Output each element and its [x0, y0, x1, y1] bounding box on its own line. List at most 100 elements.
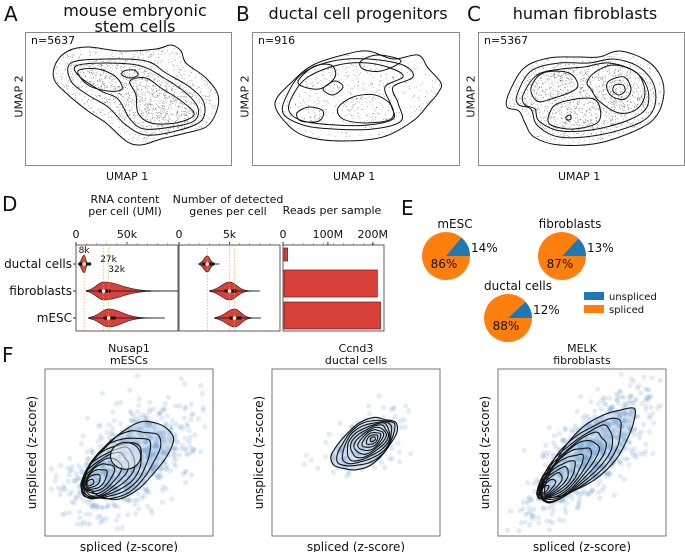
- umap-a-point: [158, 53, 160, 55]
- umap-a-point: [132, 99, 133, 101]
- umap-a-point: [180, 95, 182, 97]
- umap-a-point: [188, 103, 190, 105]
- umap-a-point: [61, 78, 62, 80]
- umap-a-point: [90, 65, 91, 67]
- scatter-nusap1-point: [177, 403, 183, 409]
- scatter-nusap1-point: [98, 436, 105, 442]
- scatter-melk-cells-title: fibroblasts: [553, 354, 611, 367]
- scatter-nusap1-point: [164, 413, 170, 419]
- umap-a-point: [148, 91, 150, 93]
- umap-a-point: [179, 116, 181, 118]
- umap-a-point: [158, 114, 160, 116]
- umap-a-point: [150, 66, 152, 68]
- umap-a-point: [163, 111, 165, 113]
- umap-a-point: [162, 118, 164, 120]
- umap-a-point: [62, 83, 64, 85]
- umap-a-point: [142, 125, 144, 127]
- umap-a-point: [159, 83, 161, 85]
- scatter-nusap1-xlabel: spliced (z-score): [80, 540, 178, 552]
- umap-a-point: [122, 114, 124, 116]
- umap-a-point: [148, 75, 149, 77]
- umap-a-point: [145, 91, 147, 93]
- umap-a-point: [129, 101, 131, 102]
- scatter-nusap1-point: [127, 387, 133, 393]
- umap-a-point: [142, 92, 144, 94]
- umap-a-point: [119, 88, 121, 90]
- umap-a-point: [135, 65, 136, 67]
- umap-a-point: [62, 57, 64, 59]
- umap-a-point: [92, 82, 94, 84]
- scatter-nusap1-point: [119, 525, 126, 531]
- umap-a-point: [66, 55, 68, 57]
- umap-a-point: [151, 104, 153, 106]
- umap-a-point: [183, 78, 185, 80]
- scatter-nusap1-point: [111, 418, 117, 424]
- umap-a-point: [118, 106, 120, 108]
- umap-a-point: [129, 75, 131, 77]
- umap-a-point: [125, 131, 127, 133]
- umap-a-point: [181, 91, 183, 92]
- umap-a-point: [173, 94, 175, 96]
- scatter-nusap1-point: [136, 402, 142, 408]
- umap-a-point: [190, 96, 192, 98]
- umap-a-point: [81, 85, 83, 87]
- umap-a-point: [174, 99, 176, 101]
- umap-a-point: [75, 95, 77, 97]
- umap-a-point: [112, 56, 114, 58]
- umap-a-point: [91, 69, 93, 71]
- umap-a-point: [178, 67, 180, 69]
- scatter-melk-point: [657, 403, 663, 409]
- umap-a-point: [147, 55, 149, 57]
- scatter-melk-point: [595, 489, 602, 496]
- scatter-ccnd3-point: [395, 440, 401, 447]
- scatter-nusap1-point: [65, 478, 71, 484]
- umap-a-point: [143, 72, 145, 74]
- scatter-nusap1-point: [61, 485, 67, 491]
- umap-a-point: [166, 111, 168, 112]
- umap-a-point: [184, 110, 186, 112]
- scatter-melk-point: [627, 382, 633, 389]
- scatter-nusap1-point: [182, 381, 188, 387]
- umap-a-point: [177, 119, 179, 121]
- umap-a-point: [191, 123, 193, 125]
- scatter-ccnd3-point: [396, 459, 403, 465]
- umap-a-point: [154, 74, 156, 75]
- scatter-nusap1-point: [66, 510, 73, 516]
- umap-a-point: [189, 80, 191, 82]
- umap-a-point: [98, 64, 100, 66]
- umap-a-point: [93, 112, 95, 113]
- umap-a-point: [145, 95, 147, 97]
- umap-a-point: [191, 79, 193, 81]
- umap-a-point: [70, 50, 72, 52]
- umap-a-point: [201, 75, 203, 77]
- umap-a-point: [103, 87, 105, 89]
- umap-a-point: [171, 52, 173, 53]
- umap-a-point: [180, 92, 182, 94]
- umap-a-point: [126, 83, 128, 84]
- umap-a-point: [166, 122, 168, 124]
- umap-a-point: [144, 130, 146, 132]
- umap-a-point: [183, 113, 185, 115]
- umap-a-point: [134, 71, 136, 73]
- scatter-nusap1-point: [124, 498, 131, 504]
- umap-a-point: [178, 97, 180, 99]
- scatter-ccnd3-point: [397, 424, 404, 430]
- scatter-nusap1-point: [73, 478, 79, 484]
- umap-a-point: [214, 107, 216, 109]
- umap-a-point: [172, 63, 174, 65]
- umap-a-point: [142, 126, 144, 128]
- umap-a-point: [170, 125, 172, 127]
- umap-a-point: [144, 71, 146, 73]
- scatter-nusap1-point: [56, 485, 62, 491]
- umap-a-point: [113, 102, 115, 104]
- umap-a-point: [172, 98, 174, 99]
- umap-a-point: [118, 112, 120, 114]
- umap-a-point: [192, 85, 194, 87]
- umap-a-point: [104, 82, 106, 84]
- umap-a-point: [87, 100, 89, 102]
- umap-a-point: [141, 97, 143, 99]
- umap-a-point: [115, 98, 117, 99]
- umap-a-point: [70, 56, 72, 58]
- umap-a-point: [175, 109, 177, 111]
- umap-a-point: [93, 84, 95, 85]
